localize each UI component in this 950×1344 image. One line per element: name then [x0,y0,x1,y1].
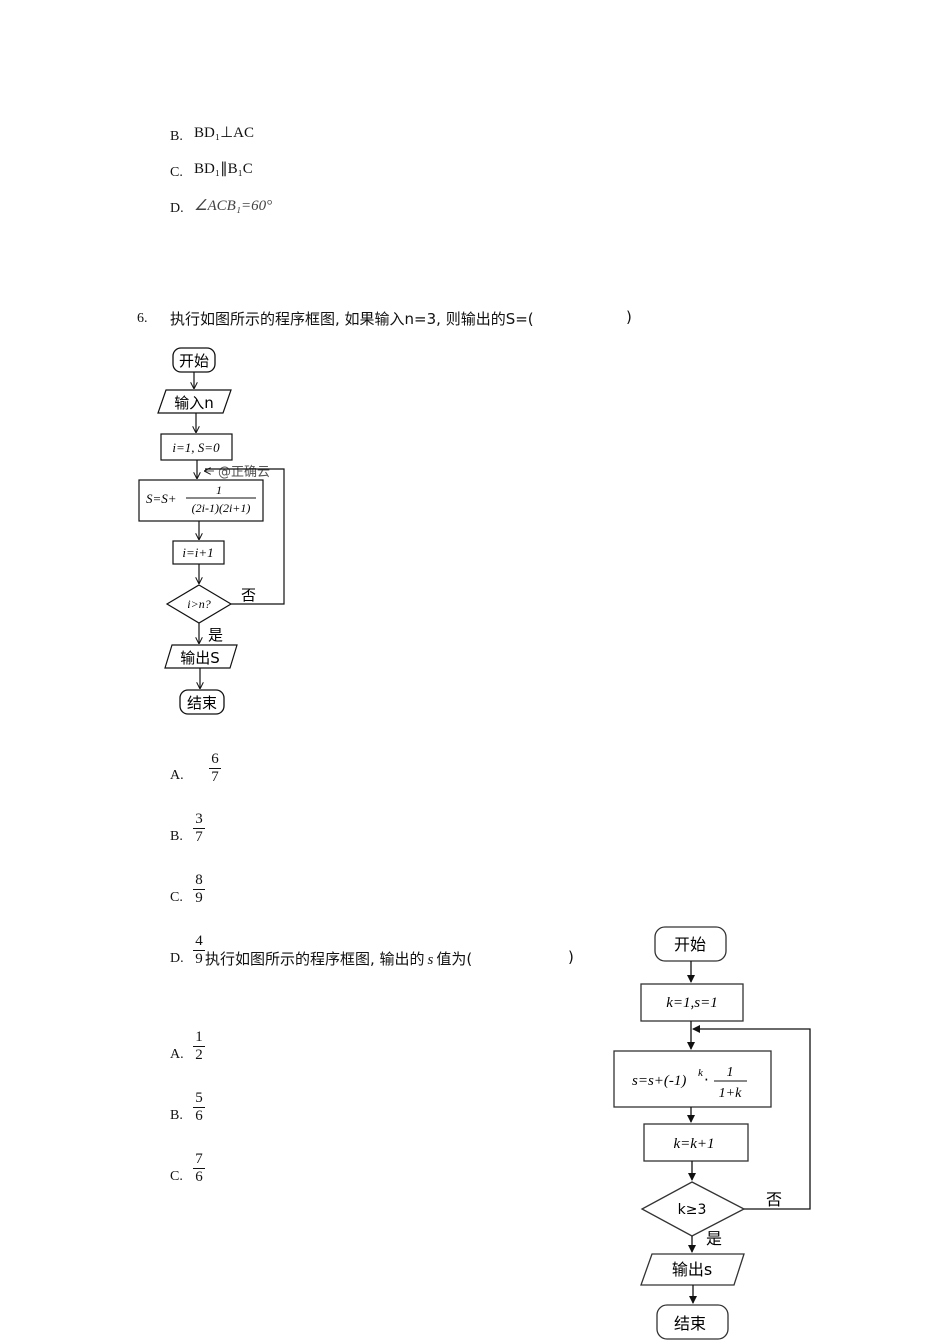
q7-update-lhs: s=s+(-1) [632,1073,686,1089]
q7-update-num: 1 [727,1065,734,1080]
q7-option-b-fraction: 5 6 [193,1091,205,1124]
q7-option-c-num: 7 [195,1151,203,1167]
q6-yes-label: 是 [208,626,223,644]
q7-yes-label: 是 [706,1229,722,1248]
q7-init-box [640,983,744,1022]
q7-end-label: 结束 [674,1314,706,1333]
q6-option-c-num: 8 [195,872,203,888]
q6-condition-label: i>n? [187,597,210,611]
q7-increment-box [643,1123,749,1162]
q7-option-c-den: 6 [195,1169,203,1185]
q5-option-c-text: BD₁∥B₁C [194,161,253,177]
q5-option-d-letter: D. [170,201,184,216]
q7-output-box [640,1253,745,1286]
q6-update-den: (2i-1)(2i+1) [192,501,251,515]
q6-increment-label: i=i+1 [182,545,213,560]
q6-option-b-num: 3 [195,811,203,827]
q6-input-box [157,389,232,414]
q6-option-a-fraction: 6 7 [209,752,221,785]
q6-init-label: i=1, S=0 [172,440,220,455]
q6-output-box [164,644,238,669]
q7-start-label: 开始 [674,935,706,954]
q5-option-d-text: ∠ACB₁=60° [194,198,273,214]
q6-stem: 执行如图所示的程序框图, 如果输入n=3, 则输出的S=( [170,310,534,328]
q7-option-b-num: 5 [195,1090,203,1106]
q6-option-c-den: 9 [195,890,203,906]
q6-option-a-num: 6 [211,751,219,767]
q7-update-dot: · [704,1071,709,1089]
q6-stem-close: ) [626,308,632,326]
q6-end-label: 结束 [187,694,217,712]
q6-option-d-fraction: 4 9 [193,934,205,967]
q6-no-label: 否 [241,586,256,604]
q6-start-label: 开始 [179,352,209,370]
q5-option-b-text: BD₁⊥AC [194,125,254,141]
q7-update-exp: k [698,1067,704,1079]
q7-stem-post: 值为( [436,950,473,968]
q6-option-d-num: 4 [195,933,203,949]
q6-input-label: 输入n [174,394,214,412]
q7-increment-label: k=k+1 [673,1136,714,1152]
q7-option-b-letter: B. [170,1108,183,1123]
q6-option-c-fraction: 8 9 [193,873,205,906]
q6-option-c-letter: C. [170,890,183,905]
q7-option-c-letter: C. [170,1169,183,1184]
q6-end-terminal [179,689,225,715]
q7-option-a-num: 1 [195,1029,203,1045]
q7-option-b-den: 6 [195,1108,203,1124]
q6-option-b-fraction: 3 7 [193,812,205,845]
q6-update-lhs: S=S+ [146,491,177,506]
q7-condition-label: k≥3 [678,1202,707,1218]
q7-end-terminal [656,1304,729,1340]
q7-stem-pre: 执行如图所示的程序框图, 输出的 [205,950,425,968]
q6-update-num: 1 [216,483,222,497]
q7-stem-close: ) [568,948,574,966]
q6-option-b-letter: B. [170,829,183,844]
q7-option-a-den: 2 [195,1047,203,1063]
q6-watermark: @正确云 [218,465,270,480]
q6-number: 6. [137,311,148,326]
q7-option-c-fraction: 7 6 [193,1152,205,1185]
q5-option-b-letter: B. [170,129,183,144]
q7-update-box [613,1050,772,1108]
q6-option-b-den: 7 [195,829,203,845]
q6-option-d-den: 9 [195,951,203,967]
q7-update-den: 1+k [719,1086,742,1101]
q7-option-a-fraction: 1 2 [193,1030,205,1063]
q6-option-d-letter: D. [170,951,184,966]
q7-option-a-letter: A. [170,1047,184,1062]
q6-output-label: 输出S [180,649,220,667]
q7-init-label: k=1,s=1 [666,995,718,1011]
q6-option-a-letter: A. [170,768,184,783]
q5-option-c-letter: C. [170,165,183,180]
q6-update-box [138,479,264,522]
q7-stem-var: s [427,952,434,968]
q6-option-a-den: 7 [211,769,219,785]
q7-no-label: 否 [766,1190,782,1209]
q7-output-label: 输出s [672,1260,712,1279]
